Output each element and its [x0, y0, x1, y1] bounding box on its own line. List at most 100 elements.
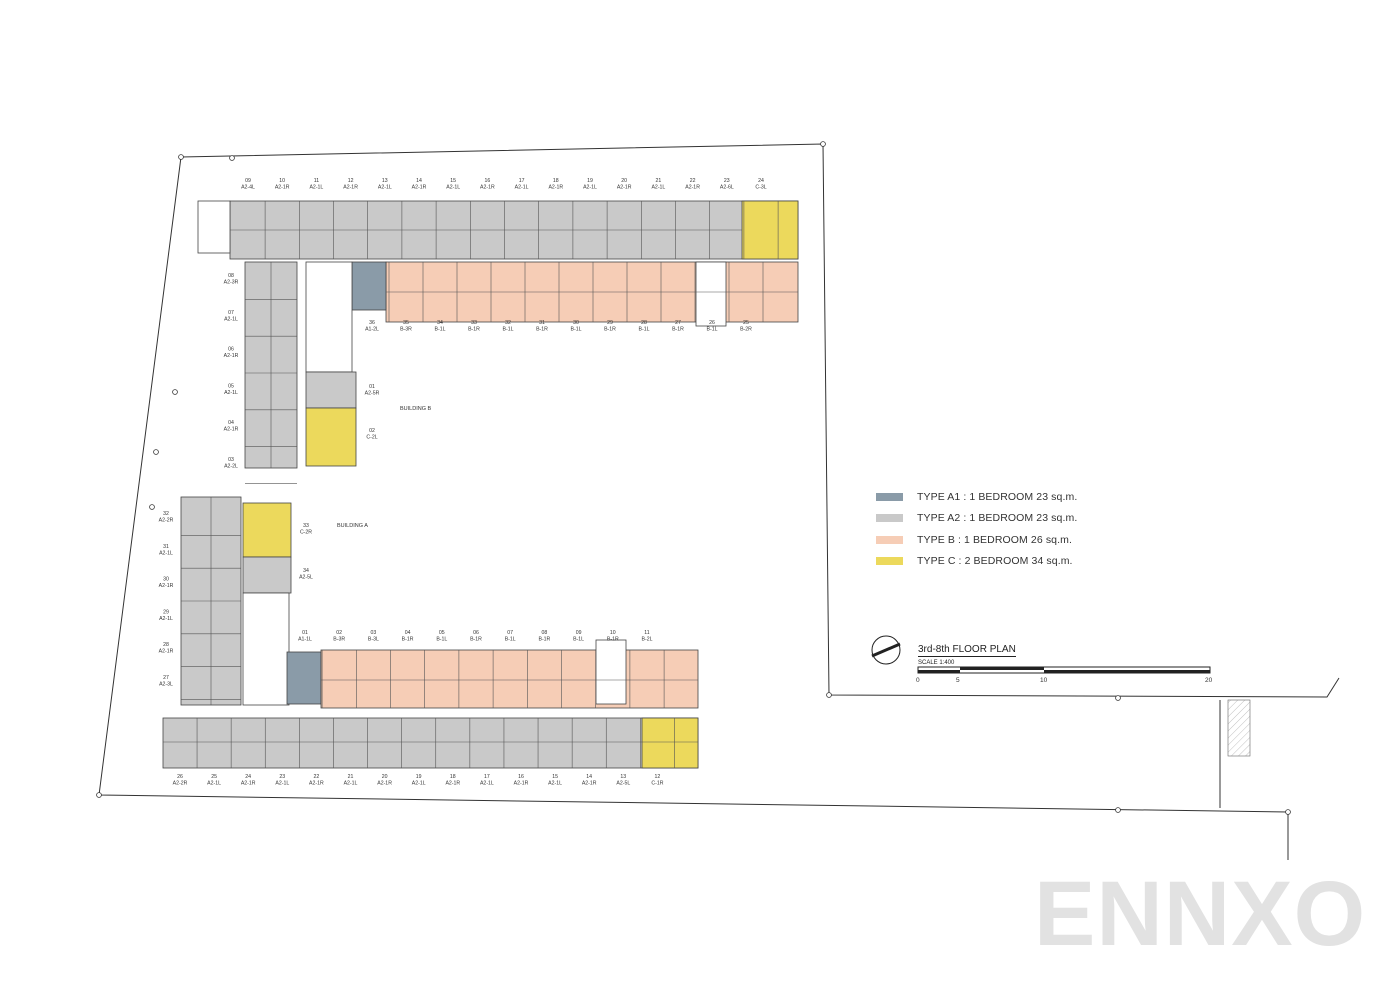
plan-scale: SCALE 1:400 — [918, 660, 955, 666]
unit-b-36-type-a1 — [351, 261, 387, 311]
unit-partitions — [163, 201, 798, 768]
building-a — [162, 496, 699, 769]
legend-swatch-type-a2 — [876, 514, 903, 523]
scale-tick-0: 0 — [916, 677, 920, 684]
scale-ticks: 0 5 10 20 — [916, 677, 1213, 684]
scale-tick-10: 10 — [1040, 677, 1048, 684]
core-a — [242, 592, 290, 706]
survey-markers — [96, 141, 1291, 815]
stair-a-east — [595, 639, 627, 705]
legend-item-type-c: TYPE C : 2 BEDROOM 34 sq.m. — [876, 551, 1077, 573]
unit-b-01 — [305, 371, 357, 409]
legend-label: TYPE B : 1 BEDROOM 26 sq.m. — [917, 533, 1072, 546]
unit-type-legend: TYPE A1 : 1 BEDROOM 23 sq.m. TYPE A2 : 1… — [876, 486, 1077, 572]
unit-a-01-type-a1 — [286, 651, 322, 705]
legend-label: TYPE A2 : 1 BEDROOM 23 sq.m. — [917, 512, 1078, 525]
scale-tick-20: 20 — [1205, 677, 1213, 684]
unit-a-34 — [242, 556, 292, 594]
unit-b-24-type-c — [741, 200, 799, 260]
legend-swatch-type-a1 — [876, 492, 903, 501]
building-a-mid-wing — [320, 649, 699, 709]
stair-b-west — [197, 200, 231, 254]
legend-item-type-b: TYPE B : 1 BEDROOM 26 sq.m. — [876, 529, 1077, 551]
legend-item-type-a1: TYPE A1 : 1 BEDROOM 23 sq.m. — [876, 486, 1077, 508]
legend-label: TYPE C : 2 BEDROOM 34 sq.m. — [917, 555, 1073, 568]
unit-a-33-type-c — [242, 502, 292, 558]
legend-label: TYPE A1 : 1 BEDROOM 23 sq.m. — [917, 490, 1078, 503]
unit-a-12-type-c — [641, 717, 699, 769]
north-arrow-icon — [871, 635, 901, 665]
building-a-bottom-wing — [162, 717, 699, 769]
core-b — [305, 261, 353, 373]
building-b — [197, 200, 799, 469]
scale-tick-5: 5 — [956, 677, 960, 684]
watermark: ENNXO — [1034, 863, 1367, 965]
legend-swatch-type-c — [876, 557, 903, 566]
plan-title-block: 3rd-8th FLOOR PLAN SCALE 1:400 — [918, 639, 1016, 666]
legend-item-type-a2: TYPE A2 : 1 BEDROOM 23 sq.m. — [876, 508, 1077, 530]
